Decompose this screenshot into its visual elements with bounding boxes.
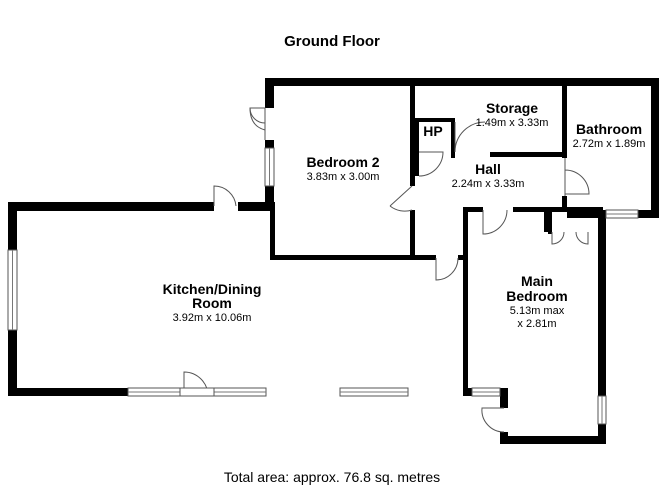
window-kitchen-bottom-4 (471, 387, 501, 397)
door-main-bedroom (482, 209, 508, 235)
room-name-kitchen-line1: Kitchen/Dining (163, 281, 262, 297)
door-kitchen-hall (435, 257, 459, 281)
room-name-kitchen-line2: Room (192, 295, 232, 311)
total-area: Total area: approx. 76.8 sq. metres (224, 469, 440, 485)
room-name-bedroom2: Bedroom 2 (306, 154, 379, 170)
door-entrance (249, 107, 266, 140)
interior-walls (270, 86, 603, 396)
door-main-bedroom-external (481, 407, 505, 433)
window-kitchen-bottom-3 (339, 387, 409, 397)
door-hp (418, 151, 444, 177)
room-dims-storage: 1.49m x 3.33m (476, 117, 549, 129)
window-kitchen-bottom-1 (127, 387, 181, 397)
door-kitchen-top (213, 185, 237, 207)
doors (179, 107, 590, 433)
door-storage (454, 121, 486, 153)
windows (7, 147, 639, 425)
door-bedroom2 (389, 185, 413, 212)
door-wardrobe (551, 231, 589, 245)
room-name-storage: Storage (486, 100, 538, 116)
room-dims-main-bedroom-line1: 5.13m max (510, 305, 565, 317)
window-bathroom-bottom (605, 209, 639, 219)
room-name-hall: Hall (475, 161, 501, 177)
window-kitchen-bottom-2 (213, 387, 267, 397)
room-name-hp: HP (423, 123, 442, 139)
window-bedroom2-left (264, 147, 275, 187)
room-dims-bathroom: 2.72m x 1.89m (573, 138, 646, 150)
room-dims-bedroom2: 3.83m x 3.00m (307, 171, 380, 183)
room-name-bathroom: Bathroom (576, 121, 642, 137)
floor-title: Ground Floor (284, 33, 380, 50)
window-main-bedroom-right (597, 395, 607, 425)
window-kitchen-left (7, 249, 18, 331)
room-name-main-bedroom-line2: Bedroom (506, 288, 567, 304)
door-bathroom (564, 158, 590, 196)
room-dims-main-bedroom-line2: x 2.81m (517, 318, 556, 330)
room-dims-kitchen: 3.92m x 10.06m (173, 312, 252, 324)
room-name-main-bedroom-line1: Main (521, 273, 553, 289)
room-dims-hall: 2.24m x 3.33m (452, 178, 525, 190)
exterior-walls (8, 78, 659, 444)
